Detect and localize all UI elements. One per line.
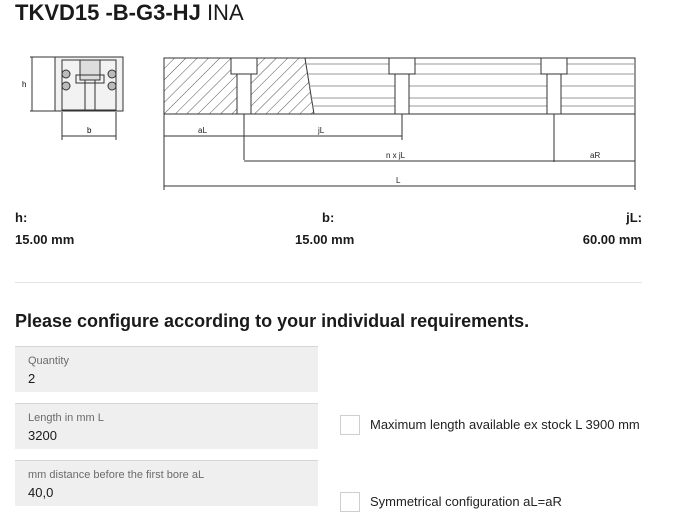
symmetrical-checkbox[interactable] bbox=[340, 492, 360, 512]
drawing-label-b: b bbox=[87, 126, 92, 135]
drawing-label-n-jL: n x jL bbox=[386, 151, 406, 160]
dimension-b: b: 15.00 mm bbox=[295, 210, 354, 248]
field-label: Length in mm L bbox=[28, 412, 104, 424]
dimension-value: 60.00 mm bbox=[582, 232, 642, 247]
rail-cross-section bbox=[30, 56, 124, 140]
symmetrical-label: Symmetrical configuration aL=aR bbox=[370, 494, 562, 509]
max-length-checkbox[interactable] bbox=[340, 415, 360, 435]
page-title: TKVD15 -B-G3-HJ INA bbox=[15, 0, 244, 28]
dimension-value: 15.00 mm bbox=[15, 232, 75, 247]
quantity-input[interactable]: 2 bbox=[28, 371, 36, 386]
section-divider bbox=[15, 282, 642, 283]
product-code: TKVD15 -B-G3-HJ bbox=[15, 0, 201, 25]
dimension-h: h: 15.00 mm bbox=[15, 210, 74, 248]
drawing-label-L: L bbox=[396, 176, 401, 185]
dimension-lines bbox=[163, 114, 636, 190]
rail-side-view bbox=[163, 57, 636, 115]
dimension-value: 15.00 mm bbox=[295, 232, 355, 247]
length-field[interactable]: Length in mm L 3200 bbox=[15, 403, 318, 449]
field-label: Quantity bbox=[28, 355, 69, 367]
dimension-label: b: bbox=[322, 210, 335, 225]
quantity-field[interactable]: Quantity 2 bbox=[15, 346, 318, 392]
product-brand: INA bbox=[206, 0, 244, 25]
drawing-label-h: h bbox=[22, 80, 26, 89]
drawing-label-aL: aL bbox=[198, 126, 207, 135]
drawing-label-aR: aR bbox=[590, 151, 600, 160]
dimension-label: jL: bbox=[626, 210, 642, 225]
rail-technical-drawing: h b aL jL n x jL aR L bbox=[22, 56, 636, 190]
first-bore-distance-input[interactable]: 40,0 bbox=[28, 485, 54, 500]
configure-heading: Please configure according to your indiv… bbox=[15, 311, 530, 331]
drawing-label-jL: jL bbox=[317, 126, 325, 135]
length-input[interactable]: 3200 bbox=[28, 428, 57, 443]
dimension-label: h: bbox=[15, 210, 28, 225]
dimension-jL: jL: 60.00 mm bbox=[583, 210, 642, 248]
first-bore-distance-field[interactable]: mm distance before the first bore aL 40,… bbox=[15, 460, 318, 506]
max-length-label: Maximum length available ex stock L 3900… bbox=[370, 417, 640, 432]
field-label: mm distance before the first bore aL bbox=[28, 469, 205, 481]
